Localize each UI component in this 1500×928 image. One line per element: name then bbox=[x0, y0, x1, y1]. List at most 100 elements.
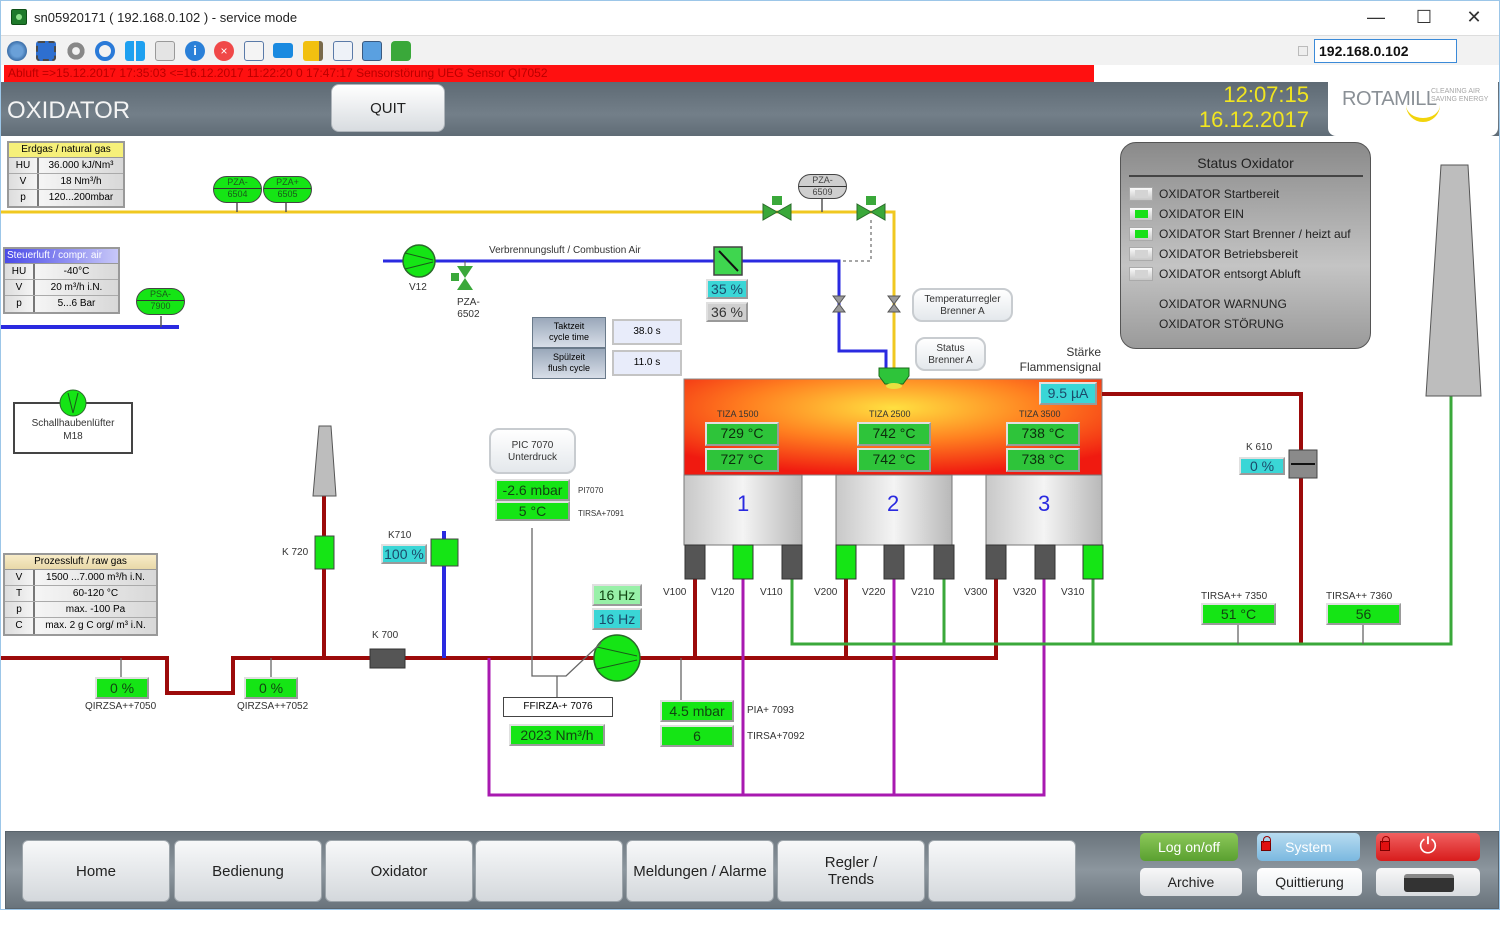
pic-7070-button[interactable]: PIC 7070 Unterdruck bbox=[489, 428, 576, 474]
valve-v220[interactable] bbox=[883, 544, 905, 580]
tirsa-7091-value: 5 °C bbox=[495, 501, 570, 521]
valve-v120[interactable] bbox=[732, 544, 754, 580]
page-title: OXIDATOR bbox=[7, 97, 131, 124]
nav-empty-1[interactable] bbox=[475, 840, 623, 902]
fan-v12-label: V12 bbox=[409, 282, 427, 293]
nav-bedienung[interactable]: Bedienung bbox=[174, 840, 322, 902]
gas-valve-2[interactable] bbox=[856, 196, 886, 221]
damper-actual-value: 36 % bbox=[706, 302, 748, 322]
nav-oxidator[interactable]: Oxidator bbox=[325, 840, 473, 902]
tag-pza-6505[interactable]: PZA+6505 bbox=[263, 176, 312, 203]
clock-time: 12:07:15 bbox=[1223, 82, 1309, 107]
fan-frequency-setpoint[interactable]: 16 Hz bbox=[592, 584, 642, 606]
ceramic-bed-3 bbox=[985, 474, 1103, 546]
valve-v300[interactable] bbox=[985, 544, 1007, 580]
combustion-fan-v12[interactable] bbox=[402, 244, 436, 278]
row-value: 1500 ...7.000 m³/h i.N. bbox=[35, 570, 156, 585]
bypass-stack bbox=[312, 425, 337, 497]
valve-v100[interactable] bbox=[684, 544, 706, 580]
system-button[interactable]: System bbox=[1257, 833, 1360, 861]
burner-status-button[interactable]: Status Brenner A bbox=[915, 337, 986, 371]
damper-k700[interactable] bbox=[369, 648, 406, 669]
lock-icon bbox=[1380, 836, 1390, 851]
terminal-icon[interactable] bbox=[155, 41, 175, 61]
archive-button[interactable]: Archive bbox=[1140, 868, 1242, 896]
monitor-icon[interactable] bbox=[273, 43, 293, 58]
flush-time-value[interactable]: 11.0 s bbox=[612, 350, 682, 376]
status-label: OXIDATOR EIN bbox=[1159, 207, 1244, 221]
ip-address-input[interactable]: 192.168.0.102 bbox=[1314, 39, 1457, 63]
toolbar: i × 192.168.0.102 bbox=[1, 35, 1499, 65]
gas-valve-burner[interactable] bbox=[887, 295, 901, 313]
oxidator-status-panel: Status Oxidator OXIDATOR Startbereit OXI… bbox=[1120, 142, 1371, 349]
tirsa-7350-value: 51 °C bbox=[1201, 603, 1276, 625]
k710-value[interactable]: 100 % bbox=[381, 544, 427, 564]
maximize-button[interactable]: ☐ bbox=[1415, 7, 1433, 27]
fullscreen-icon[interactable] bbox=[36, 41, 56, 61]
nav-regler-trends[interactable]: Regler / Trends bbox=[777, 840, 925, 902]
tag-top: PSA- bbox=[149, 289, 171, 299]
valve-v200[interactable] bbox=[835, 544, 857, 580]
chamber-2-temp-2: 742 °C bbox=[857, 448, 931, 472]
nav-meldungen-alarme[interactable]: Meldungen / Alarme bbox=[626, 840, 774, 902]
download-icon[interactable] bbox=[244, 41, 264, 61]
valve-label: V120 bbox=[711, 587, 735, 598]
print-button[interactable] bbox=[1376, 868, 1480, 896]
settings-icon[interactable] bbox=[66, 41, 86, 61]
windows-icon[interactable] bbox=[125, 41, 145, 61]
pia-7093-label: PIA+ 7093 bbox=[747, 705, 794, 716]
ip-checkbox[interactable] bbox=[1298, 46, 1308, 56]
row-key: p bbox=[5, 296, 35, 312]
cycle-time-value[interactable]: 38.0 s bbox=[612, 319, 682, 345]
k700-label: K 700 bbox=[372, 630, 399, 641]
tag-psa-7900[interactable]: PSA-7900 bbox=[136, 288, 185, 315]
remote-control-icon[interactable] bbox=[362, 41, 382, 61]
k610-value[interactable]: 0 % bbox=[1239, 457, 1285, 475]
valve-v310[interactable] bbox=[1082, 544, 1104, 580]
refresh-icon[interactable] bbox=[95, 41, 115, 61]
damper-k720[interactable] bbox=[314, 535, 335, 570]
notebook-icon[interactable] bbox=[303, 41, 323, 61]
alarm-message-bar[interactable]: Abluft =>15.12.2017 17:35:03 <=16.12.201… bbox=[4, 65, 1094, 82]
chat-icon[interactable] bbox=[391, 41, 411, 61]
silencer-fan-m18[interactable] bbox=[13, 389, 133, 454]
network-icon[interactable] bbox=[7, 41, 27, 61]
silencer-fan-label: Schallhaubenlüfter M18 bbox=[31, 418, 115, 442]
damper-k610[interactable] bbox=[1288, 449, 1318, 479]
compressed-air-title: Steuerluft / compr. air bbox=[5, 249, 118, 264]
valve-v320[interactable] bbox=[1034, 544, 1056, 580]
combustion-air-damper[interactable] bbox=[713, 246, 743, 276]
status-led bbox=[1129, 247, 1153, 261]
nav-empty-2[interactable] bbox=[928, 840, 1076, 902]
nav-home[interactable]: Home bbox=[22, 840, 170, 902]
remote-view-icon[interactable] bbox=[333, 41, 353, 61]
process-fan[interactable] bbox=[593, 634, 641, 682]
stop-icon[interactable]: × bbox=[214, 41, 234, 61]
valve-pza-6502[interactable] bbox=[451, 261, 473, 290]
valve-v110[interactable] bbox=[781, 544, 803, 580]
tag-pza-6509[interactable]: PZA-6509 bbox=[798, 174, 847, 199]
tag-pza-6504[interactable]: PZA-6504 bbox=[213, 176, 262, 203]
minimize-button[interactable]: — bbox=[1367, 7, 1385, 27]
info-icon[interactable]: i bbox=[185, 41, 205, 61]
log-on-off-button[interactable]: Log on/off bbox=[1140, 833, 1238, 861]
qirzsa-7050-label: QIRZSA++7050 bbox=[85, 701, 157, 712]
gas-valve-1[interactable] bbox=[762, 196, 792, 221]
quittierung-button[interactable]: Quittierung bbox=[1257, 868, 1362, 896]
quit-button[interactable]: QUIT bbox=[331, 84, 445, 132]
burner-a[interactable] bbox=[878, 367, 910, 389]
power-button[interactable]: ⏻ bbox=[1376, 833, 1480, 861]
damper-k710[interactable] bbox=[430, 538, 459, 567]
temperature-controller-button[interactable]: Temperaturregler Brenner A bbox=[912, 288, 1013, 322]
power-icon: ⏻ bbox=[1419, 833, 1437, 858]
valve-label: V320 bbox=[1013, 587, 1037, 598]
close-button[interactable]: ✕ bbox=[1466, 7, 1482, 27]
tirsa-7360-value: 56 bbox=[1326, 603, 1401, 625]
valve-v210[interactable] bbox=[933, 544, 955, 580]
air-valve-burner[interactable] bbox=[832, 295, 846, 313]
tirsa-7360-label: TIRSA++ 7360 bbox=[1326, 591, 1393, 602]
damper-setpoint-value[interactable]: 35 % bbox=[706, 279, 748, 299]
